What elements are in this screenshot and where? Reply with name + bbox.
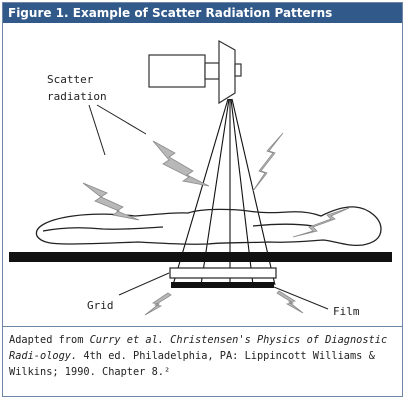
scatter-diagram: Scatter radiation Grid Film <box>3 23 402 323</box>
patient-outline <box>35 206 382 247</box>
film-pointer <box>273 286 329 310</box>
scatter-label-line1: Scatter <box>47 73 94 86</box>
grid-label: Grid <box>87 299 114 312</box>
film-plate <box>171 282 274 288</box>
caption-lead: Adapted from <box>9 334 90 346</box>
figure-caption: Adapted from Curry et al. Christensen's … <box>9 332 397 380</box>
lightning-bolt-icon <box>82 132 350 316</box>
figure-panel: Figure 1. Example of Scatter Radiation P… <box>2 2 403 397</box>
grid-plate <box>169 267 277 279</box>
exam-table <box>9 252 392 262</box>
caption-divider <box>3 326 402 327</box>
grid-pointer <box>118 272 170 296</box>
caption-authors: Curry et al. Christensen's Physics of Di… <box>9 334 388 362</box>
caption-rest: 4th ed. Philadelphia, PA: Lippincott Wil… <box>9 350 375 378</box>
film-label: Film <box>333 305 360 318</box>
scatter-pointer-lines <box>88 104 147 156</box>
scatter-label-line2: radiation <box>47 90 107 103</box>
figure-title: Figure 1. Example of Scatter Radiation P… <box>3 3 402 23</box>
xray-tube-icon <box>148 39 242 105</box>
